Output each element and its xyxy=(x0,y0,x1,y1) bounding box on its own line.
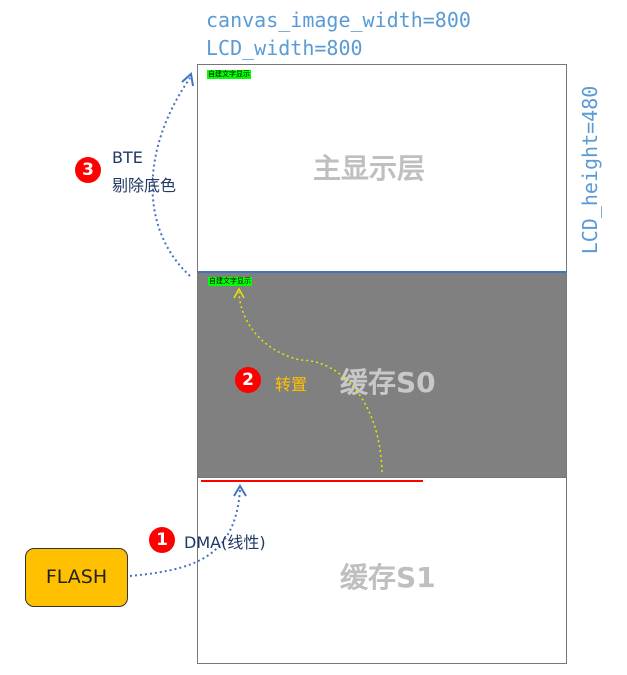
step-3-badge: 3 xyxy=(75,157,101,183)
s0-title: 缓存S0 xyxy=(340,366,436,399)
cache-s1-layer: 缓存S1 xyxy=(197,477,567,664)
step-3-label-1: BTE xyxy=(112,148,143,167)
step-1-badge: 1 xyxy=(149,527,175,553)
step-1-label: DMA(线性) xyxy=(184,533,266,552)
step-3-label-2: 剔除底色 xyxy=(112,176,177,195)
step-2-label: 转置 xyxy=(275,375,308,394)
main-layer-title: 主显示层 xyxy=(313,152,426,185)
red-line xyxy=(201,480,423,482)
flash-box: FLASH xyxy=(25,548,128,607)
main-display-layer: 自建文字显示 主显示层 xyxy=(197,64,567,272)
s1-title: 缓存S1 xyxy=(340,561,436,594)
custom-text-tag: 自建文字显示 xyxy=(207,70,251,79)
dma-arrow xyxy=(129,489,241,577)
lcd-width-label: LCD_width=800 xyxy=(206,36,363,60)
custom-text-tag-s0: 自建文字显示 xyxy=(208,277,252,286)
step-2-badge: 2 xyxy=(235,367,261,393)
canvas-width-label: canvas_image_width=800 xyxy=(206,8,471,32)
